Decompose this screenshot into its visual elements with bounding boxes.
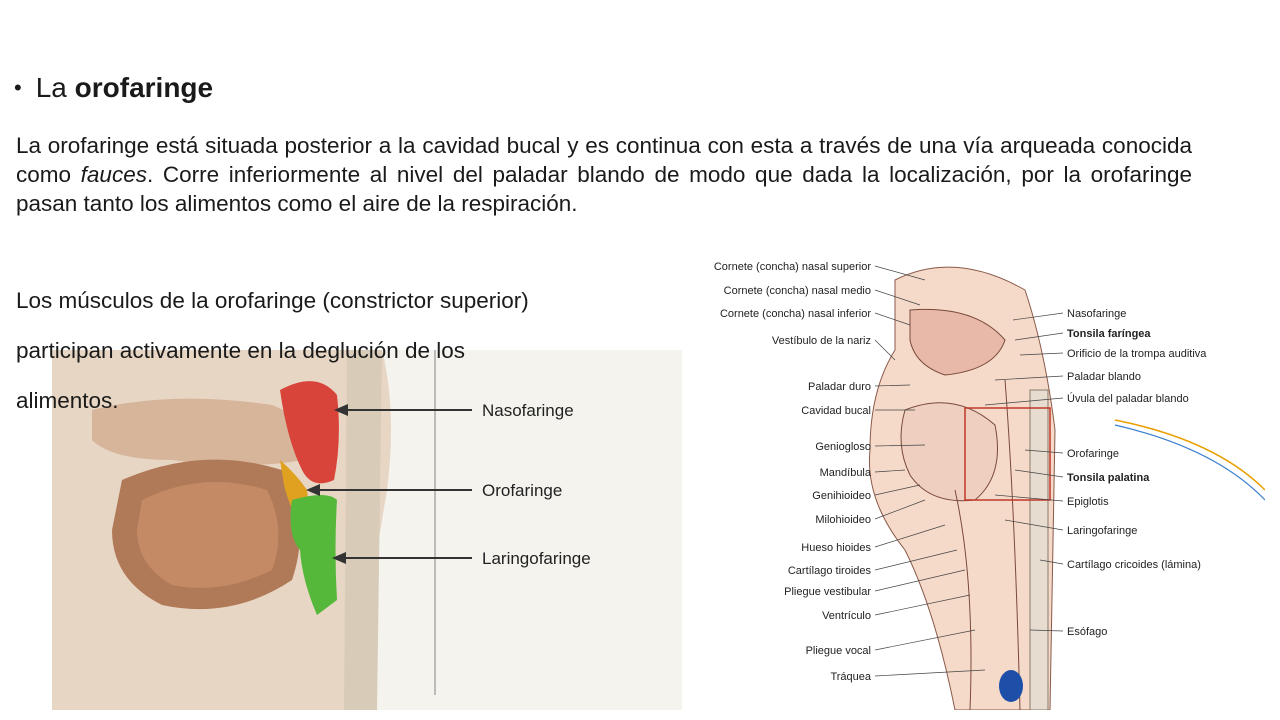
label-left-8: Genihioideo: [812, 490, 871, 502]
leader-left-10: [874, 524, 946, 548]
leader-left-11: [874, 549, 958, 571]
label-right-3: Paladar blando: [1067, 371, 1141, 383]
label-right-4: Úvula del paladar blando: [1067, 392, 1189, 405]
pharynx-illustration-svg: Nasofaringe Orofaringe Laringofaringe: [52, 350, 591, 710]
leader-left-2: [874, 312, 911, 326]
leader-left-4: [874, 384, 911, 387]
label-left-11: Cartílago tiroides: [788, 565, 872, 577]
label-right-0: Nasofaringe: [1067, 308, 1126, 320]
leader-left-3: [874, 339, 896, 361]
leader-right-5: [1024, 449, 1064, 454]
label-nasofaringe: Nasofaringe: [482, 401, 574, 420]
paragraph-2: Los músculos de la orofaringe (constrict…: [16, 276, 686, 426]
label-left-14: Pliegue vocal: [806, 645, 871, 657]
label-left-13: Ventrículo: [822, 610, 871, 622]
laringofaringe-region: [290, 495, 337, 615]
label-left-2: Cornete (concha) nasal inferior: [720, 308, 871, 320]
label-right-6: Tonsila palatina: [1067, 472, 1150, 484]
label-left-3: Vestíbulo de la nariz: [772, 335, 871, 347]
label-left-9: Milohioideo: [815, 514, 871, 526]
leader-right-1: [1014, 332, 1064, 341]
leader-left-6: [874, 444, 926, 447]
leader-right-10: [1029, 629, 1064, 632]
leader-left-9: [874, 499, 926, 520]
label-left-5: Cavidad bucal: [801, 405, 871, 417]
leader-left-15: [874, 669, 986, 677]
label-right-2: Orificio de la trompa auditiva: [1067, 348, 1207, 360]
paragraph-1-a: La orofaringe está situada posterior a l…: [16, 133, 1192, 187]
label-right-10: Esófago: [1067, 626, 1107, 638]
leader-right-9: [1039, 559, 1064, 565]
label-right-8: Laringofaringe: [1067, 525, 1137, 537]
heading-prefix: La: [35, 72, 75, 103]
label-left-7: Mandíbula: [820, 467, 872, 479]
paragraph-1-italic: fauces: [80, 162, 147, 187]
pharynx-illustration: Nasofaringe Orofaringe Laringofaringe: [52, 350, 682, 710]
leader-right-3: [994, 375, 1064, 381]
label-left-1: Cornete (concha) nasal medio: [724, 285, 871, 297]
paragraph-2-line-1: Los músculos de la orofaringe (constrict…: [16, 288, 529, 313]
label-left-15: Tráquea: [830, 671, 871, 683]
leader-left-12: [874, 569, 966, 592]
leader-left-1: [874, 289, 921, 306]
label-right-7: Epiglotis: [1067, 496, 1109, 508]
leader-right-4: [984, 397, 1064, 406]
leader-right-0: [1012, 312, 1064, 321]
leader-left-14: [874, 629, 976, 651]
label-laringofaringe: Laringofaringe: [482, 549, 591, 568]
nasofaringe-region: [280, 381, 339, 484]
leader-left-7: [874, 469, 906, 473]
label-right-1: Tonsila faríngea: [1067, 328, 1151, 340]
leader-right-6: [1014, 469, 1064, 478]
paragraph-1-b: . Corre inferiormente al nivel del palad…: [16, 162, 1192, 216]
bullet-icon: •: [14, 75, 22, 100]
leader-left-13: [874, 594, 971, 616]
paragraph-1: La orofaringe está situada posterior a l…: [16, 131, 1192, 218]
leader-right-2: [1019, 352, 1064, 356]
label-right-5: Orofaringe: [1067, 448, 1119, 460]
label-left-6: Geniogloso: [815, 441, 871, 453]
heading: • La orofaringe: [14, 72, 213, 104]
label-left-0: Cornete (concha) nasal superior: [714, 261, 871, 273]
paragraph-2-line-2: participan activamente en la deglución d…: [16, 338, 466, 363]
label-left-4: Paladar duro: [808, 381, 871, 393]
leader-right-7: [994, 494, 1064, 502]
leader-left-0: [874, 265, 926, 281]
label-left-12: Pliegue vestibular: [784, 586, 871, 598]
label-orofaringe: Orofaringe: [482, 481, 562, 500]
leader-right-8: [1004, 519, 1064, 531]
label-right-9: Cartílago cricoides (lámina): [1067, 559, 1201, 571]
paragraph-2-line-3: alimentos.: [16, 388, 119, 413]
leader-left-8: [874, 484, 921, 496]
heading-bold: orofaringe: [74, 72, 214, 103]
label-left-10: Hueso hioides: [801, 542, 871, 554]
